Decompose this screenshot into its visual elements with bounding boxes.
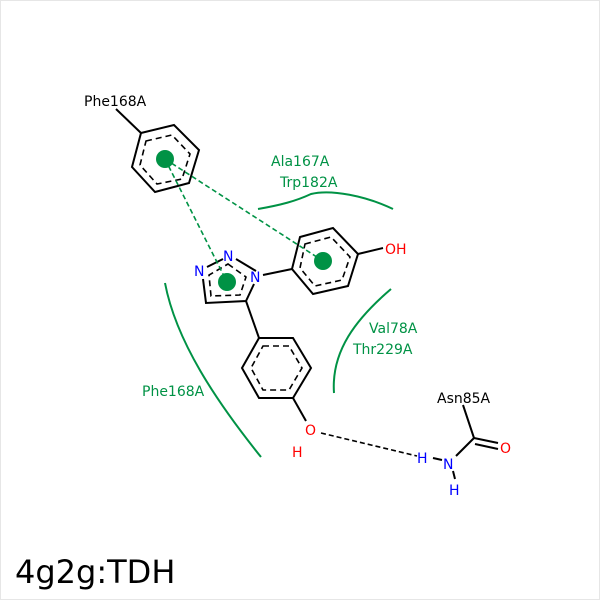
ring-centroid-phenol xyxy=(314,252,332,270)
hydrogen-bond-line xyxy=(320,432,418,457)
residue-label-phe168-left: Phe168A xyxy=(142,384,205,400)
atom-h-asn-2: H xyxy=(449,483,460,499)
residue-label-phe168-top: Phe168A xyxy=(84,94,147,110)
residue-label-ala167: Ala167A xyxy=(271,154,330,170)
hydrophobic-arc-ala-trp xyxy=(257,191,394,210)
phenol-ring-lower xyxy=(240,337,313,422)
residue-label-asn85: Asn85A xyxy=(437,391,491,407)
atom-h-asn-1: H xyxy=(417,451,428,467)
atom-o-lower: O xyxy=(305,423,316,439)
ring-centroid-triazole xyxy=(218,273,236,291)
hydrophobic-arc-phe-left xyxy=(164,282,262,458)
atom-n-top: N xyxy=(223,249,233,265)
atom-h-lower: H xyxy=(292,445,303,461)
residue-label-trp182: Trp182A xyxy=(279,175,338,191)
atom-oh: OH xyxy=(385,242,407,258)
residue-label-val78: Val78A xyxy=(369,321,418,337)
pi-stacking-line-phenol xyxy=(164,158,324,262)
phe168-ring xyxy=(115,108,201,194)
phenol-ring-upper xyxy=(290,226,384,296)
atom-n-right: N xyxy=(250,270,260,286)
diagram-title: 4g2g:TDH xyxy=(15,553,176,591)
asn85-sidechain xyxy=(432,404,499,480)
atom-n-asn: N xyxy=(443,457,453,473)
atom-n-left: N xyxy=(194,264,204,280)
atom-o-asn: O xyxy=(500,441,511,457)
residue-label-thr229: Thr229A xyxy=(352,342,413,358)
ring-centroid-phe xyxy=(156,150,174,168)
triazole-ring xyxy=(202,258,293,339)
hydrophobic-arc-val-thr xyxy=(332,288,392,394)
pi-stacking-line-triazole xyxy=(164,158,228,283)
